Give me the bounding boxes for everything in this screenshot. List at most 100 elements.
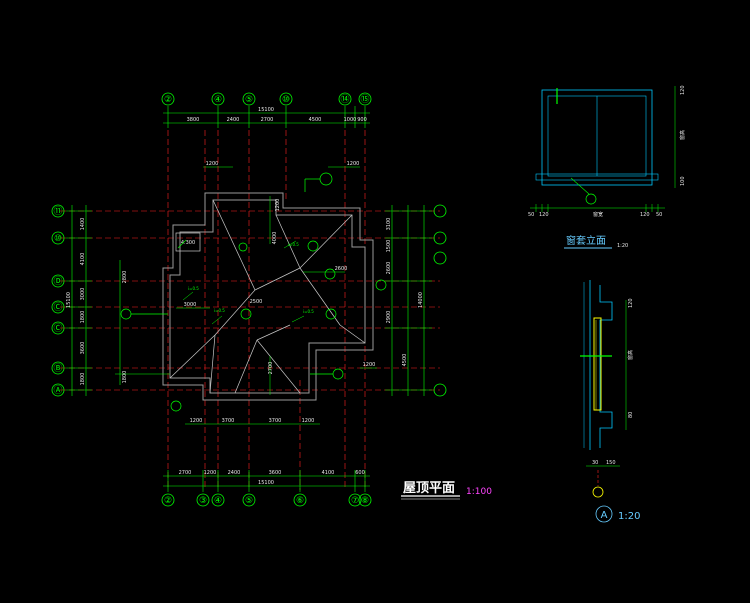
svg-text:⑭: ⑭ xyxy=(340,94,349,105)
svg-text:1500: 1500 xyxy=(386,240,392,253)
axis-bubble-left-B: Ⓑ xyxy=(51,361,65,375)
svg-text:3000: 3000 xyxy=(80,288,86,301)
axis-bubble-left-C2: Ⓒ xyxy=(51,321,65,335)
axis-bubble-left-D: Ⓓ xyxy=(51,274,65,288)
svg-text:窗宽: 窗宽 xyxy=(593,211,603,218)
svg-text:3600: 3600 xyxy=(269,470,282,476)
svg-text:1800: 1800 xyxy=(122,371,128,384)
main-scale: 1:100 xyxy=(466,487,492,497)
main-title: 屋顶平面 xyxy=(403,481,455,496)
detail-scale: 1:20 xyxy=(618,511,640,522)
left-dim-text: 1400 4100 3000 1800 3600 1800 15100 xyxy=(66,218,86,386)
axis-bubble-top-2: ② xyxy=(161,92,175,106)
svg-text:120: 120 xyxy=(680,85,686,95)
svg-text:Ⓒ: Ⓒ xyxy=(53,302,62,313)
axis-bubble-left-C1: Ⓒ xyxy=(51,300,65,314)
svg-text:2500: 2500 xyxy=(250,299,263,305)
svg-text:2900: 2900 xyxy=(386,311,392,324)
svg-text:15100: 15100 xyxy=(66,292,72,308)
axis-bubble-bottom-6: ⑥ xyxy=(293,493,307,507)
svg-text:4100: 4100 xyxy=(80,253,86,266)
axis-bubble-bottom-7: ⑦ xyxy=(348,493,362,507)
svg-text:150: 150 xyxy=(606,460,616,466)
svg-text:2700: 2700 xyxy=(179,470,192,476)
left-dimension-lines xyxy=(66,205,121,396)
svg-text:1200: 1200 xyxy=(363,362,376,368)
svg-text:100: 100 xyxy=(680,176,686,186)
top-dim-total: 15100 xyxy=(258,107,274,113)
svg-text:3700: 3700 xyxy=(222,418,235,424)
svg-text:i=0.5: i=0.5 xyxy=(214,308,225,313)
axis-bubble-top-15: ⑮ xyxy=(358,92,372,106)
top-dims-row2: 3800 2400 2700 4500 1000 900 xyxy=(187,117,367,123)
svg-text:窗高: 窗高 xyxy=(627,350,634,360)
svg-text:2400: 2400 xyxy=(227,117,240,123)
svg-text:i=0.5: i=0.5 xyxy=(188,286,199,291)
axis-bubble-top-10: ⑩ xyxy=(279,92,293,106)
svg-text:Ⓐ: Ⓐ xyxy=(53,385,62,396)
axis-bubble-left-10: ⑩ xyxy=(51,231,65,245)
svg-text:⑩: ⑩ xyxy=(282,95,290,105)
bottom-dims-row1: 1200 3700 3700 1200 xyxy=(190,418,315,424)
svg-text:④: ④ xyxy=(214,95,222,105)
svg-text:⑪: ⑪ xyxy=(53,206,62,217)
svg-text:3100: 3100 xyxy=(386,218,392,231)
svg-text:3700: 3700 xyxy=(269,418,282,424)
svg-text:②: ② xyxy=(164,496,172,506)
bottom-axis-bubbles: ② ③ ④ ⑤ ⑥ ⑦ ⑧ xyxy=(161,493,372,507)
svg-text:14000: 14000 xyxy=(418,292,424,308)
svg-text:600: 600 xyxy=(355,470,365,476)
interior-dim-text: 1200 4000 2600 3000 2500 2700 1200 2800 … xyxy=(122,199,375,384)
axis-grid-lines xyxy=(60,130,440,490)
window-elevation: 50 120 120 50 窗宽 120 100 窗高 窗套立面 1:20 xyxy=(528,85,686,249)
svg-text:⑩: ⑩ xyxy=(54,234,62,244)
elevation-title: 窗套立面 xyxy=(566,234,606,247)
svg-text:⑤: ⑤ xyxy=(245,496,253,506)
svg-text:1200: 1200 xyxy=(190,418,203,424)
detail-a-section: 120 窗高 80 30 150 A 1:20 xyxy=(580,280,640,523)
svg-text:⑮: ⑮ xyxy=(360,94,369,105)
main-title-block: 屋顶平面 1:100 xyxy=(401,481,492,500)
axis-bubble-left-11: ⑪ xyxy=(51,204,65,218)
axis-bubble-top-5: ⑤ xyxy=(242,92,256,106)
svg-text:1200: 1200 xyxy=(302,418,315,424)
svg-text:窗高: 窗高 xyxy=(679,130,686,140)
svg-text:i=0.5: i=0.5 xyxy=(288,242,299,247)
svg-text:120: 120 xyxy=(539,212,549,218)
svg-text:2700: 2700 xyxy=(261,117,274,123)
roof-ridges xyxy=(169,199,366,394)
axis-bubble-bottom-8: ⑧ xyxy=(358,493,372,507)
svg-text:1800: 1800 xyxy=(80,373,86,386)
svg-text:1200: 1200 xyxy=(206,161,219,167)
section-markers xyxy=(120,172,387,412)
svg-text:50: 50 xyxy=(656,212,662,218)
svg-text:2600: 2600 xyxy=(386,262,392,275)
svg-text:4.300: 4.300 xyxy=(181,240,195,246)
svg-text:2400: 2400 xyxy=(228,470,241,476)
svg-text:900: 900 xyxy=(357,117,367,123)
axis-bubble-left-A: Ⓐ xyxy=(51,383,65,397)
svg-text:⑥: ⑥ xyxy=(296,496,304,506)
svg-text:2600: 2600 xyxy=(335,266,348,272)
svg-text:1200: 1200 xyxy=(347,161,360,167)
svg-text:i=0.5: i=0.5 xyxy=(303,309,314,314)
svg-text:④: ④ xyxy=(214,496,222,506)
svg-text:3800: 3800 xyxy=(187,117,200,123)
svg-text:③: ③ xyxy=(199,496,207,506)
axis-bubble-top-4: ④ xyxy=(211,92,225,106)
right-dim-text: 14000 4500 3100 1500 2600 2900 xyxy=(386,218,424,367)
axis-bubble-bottom-5: ⑤ xyxy=(242,493,256,507)
interior-dims xyxy=(115,196,377,395)
svg-text:1400: 1400 xyxy=(80,218,86,231)
svg-text:1800: 1800 xyxy=(80,311,86,324)
svg-text:4500: 4500 xyxy=(402,354,408,367)
svg-text:⑦: ⑦ xyxy=(351,496,359,506)
svg-text:2700: 2700 xyxy=(268,362,274,375)
svg-text:4000: 4000 xyxy=(272,232,278,245)
bottom-dimension-lines xyxy=(163,423,370,492)
axis-bubble-top-14: ⑭ xyxy=(338,92,352,106)
svg-text:3600: 3600 xyxy=(80,342,86,355)
svg-text:30: 30 xyxy=(592,460,598,466)
svg-text:2800: 2800 xyxy=(122,271,128,284)
